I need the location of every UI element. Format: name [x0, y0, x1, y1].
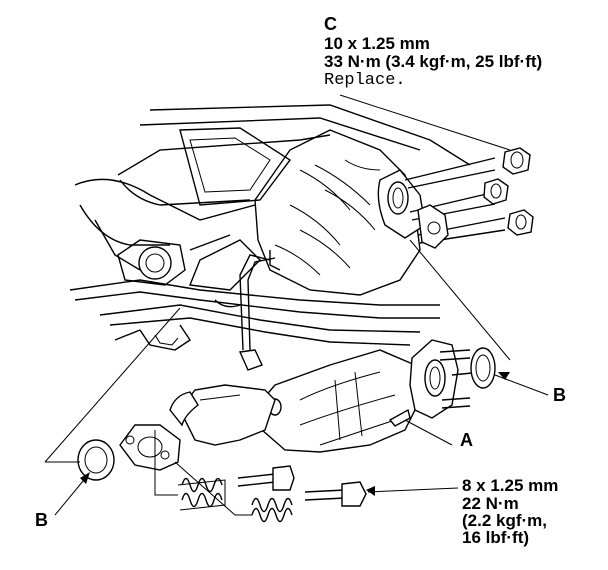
front-pipe	[169, 384, 276, 446]
callout-c-size: 10 x 1.25 mm	[324, 34, 430, 53]
bolt-torque-2: (2.2 kgf·m,	[462, 511, 548, 530]
spring-1	[177, 477, 226, 511]
callout-c-letter: C	[324, 14, 337, 34]
leader-lines	[44, 94, 549, 516]
left-mount-ring	[117, 239, 186, 286]
callout-b-left: B	[35, 510, 48, 530]
bolt-size: 8 x 1.25 mm	[462, 476, 559, 495]
sensor-wire	[238, 254, 276, 371]
assembly-guides	[154, 430, 252, 516]
self-locking-nut-3	[507, 209, 534, 236]
gasket-right	[470, 347, 496, 389]
upper-flange	[377, 157, 506, 249]
arrowheads	[80, 372, 510, 496]
flange-bolt-2	[304, 481, 367, 507]
self-locking-nut-2	[483, 178, 509, 205]
gasket-left	[77, 439, 115, 481]
vehicle-floor-structure	[69, 104, 471, 351]
lower-flange	[119, 424, 181, 471]
flange-bolt-1	[237, 465, 295, 491]
self-locking-nut-1	[502, 147, 531, 175]
bolt-torque-1: 22 N·m	[462, 494, 519, 513]
catalytic-converter	[257, 349, 421, 453]
callout-c-note: Replace.	[324, 71, 406, 90]
callout-a: A	[460, 430, 473, 450]
spring-2	[251, 497, 293, 523]
callout-c-torque: 33 N·m (3.4 kgf·m, 25 lbf·ft)	[324, 52, 543, 71]
callout-b-right: B	[553, 385, 566, 405]
converter-flange	[409, 339, 473, 419]
heat-shield	[254, 129, 421, 296]
bolt-torque-3: 16 lbf·ft)	[462, 528, 530, 547]
